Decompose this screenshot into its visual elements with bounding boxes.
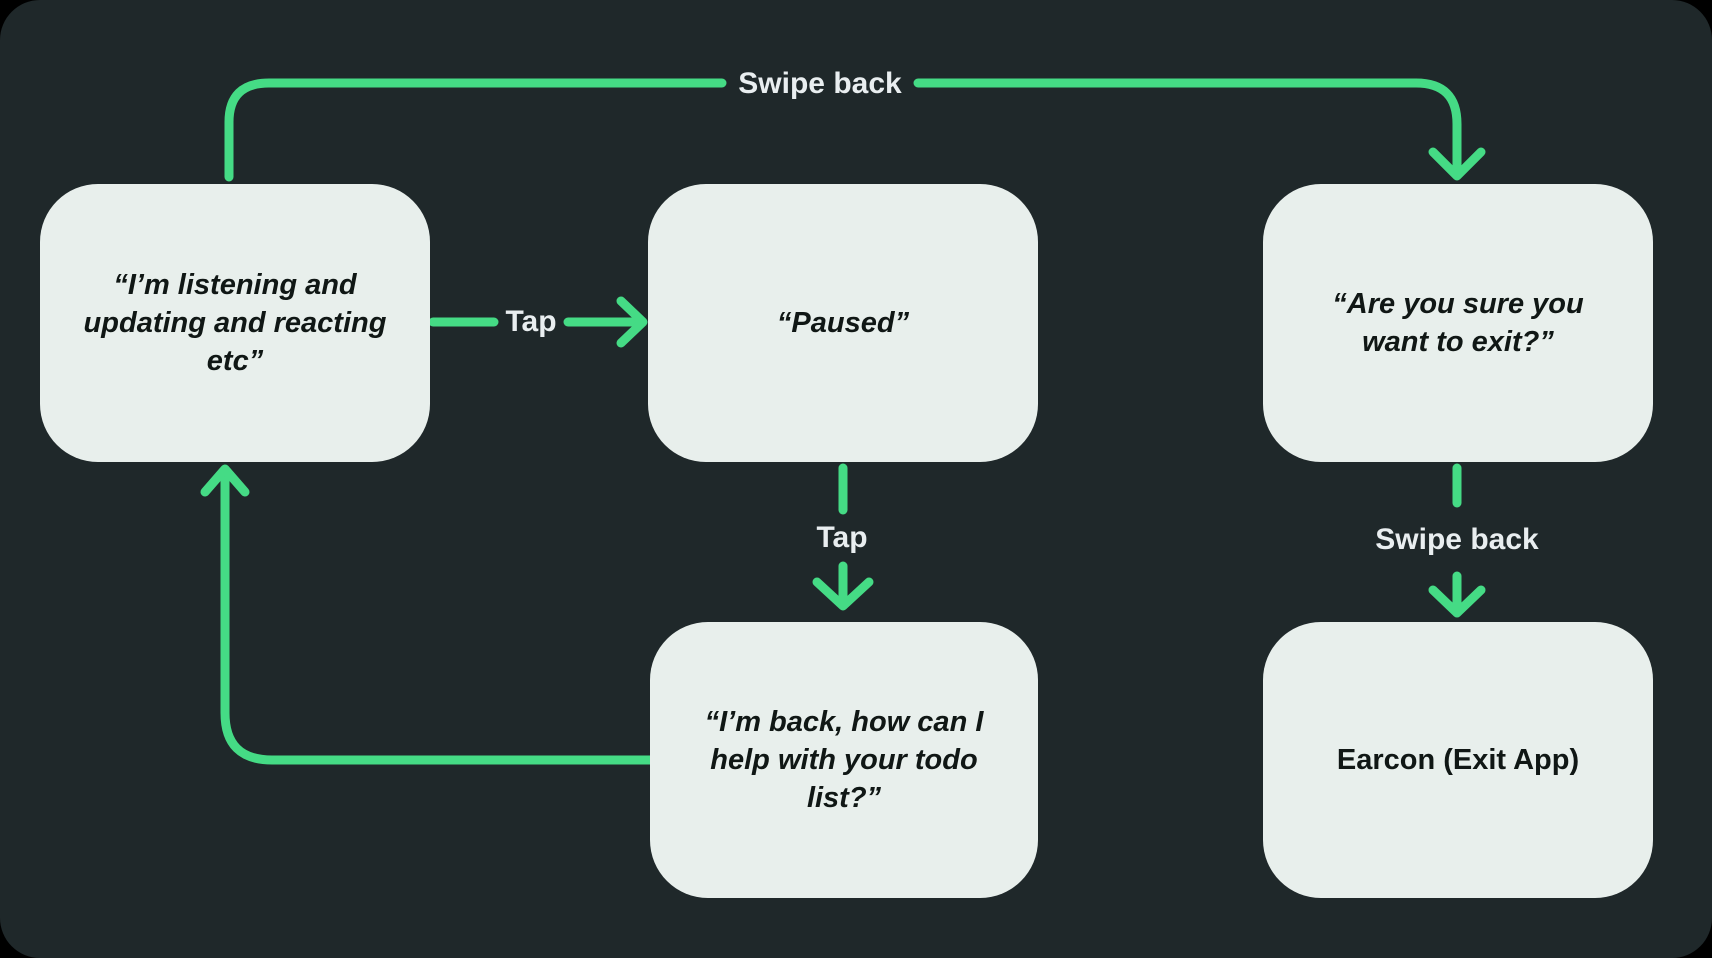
edge-label-tap-right: Tap [505, 305, 557, 338]
node-earcon: Earcon (Exit App) [1263, 622, 1653, 898]
edge-listening-to-confirm-exit [224, 78, 1486, 182]
arrowhead-right-icon [616, 296, 648, 348]
node-confirm-exit-label: “Are you sure you want to exit?” [1332, 287, 1584, 358]
node-back-label: “I’m back, how can I help with your todo… [704, 705, 984, 815]
node-earcon-label: Earcon (Exit App) [1336, 743, 1580, 776]
node-back: “I’m back, how can I help with your todo… [650, 622, 1038, 898]
arrowhead-down-icon [1428, 147, 1486, 181]
edge-paused-to-back [812, 463, 874, 611]
arrowhead-up-icon [200, 464, 250, 497]
node-listening-label: “I’m listening and updating and reacting… [83, 268, 387, 378]
node-confirm-exit: “Are you sure you want to exit?” [1263, 184, 1653, 462]
arrowhead-down-icon [1428, 585, 1486, 618]
node-paused: “Paused” [648, 184, 1038, 462]
node-listening: “I’m listening and updating and reacting… [40, 184, 430, 462]
arrowhead-down-icon [812, 577, 874, 611]
edge-label-tap-down: Tap [816, 521, 868, 554]
edge-listening-to-paused [428, 296, 648, 348]
edge-label-swipe-back-down: Swipe back [1375, 523, 1539, 556]
edge-label-swipe-back-top: Swipe back [738, 67, 902, 100]
edge-back-to-listening [200, 464, 655, 765]
edge-confirm-exit-to-earcon [1428, 463, 1486, 618]
node-paused-label: “Paused” [776, 306, 910, 339]
